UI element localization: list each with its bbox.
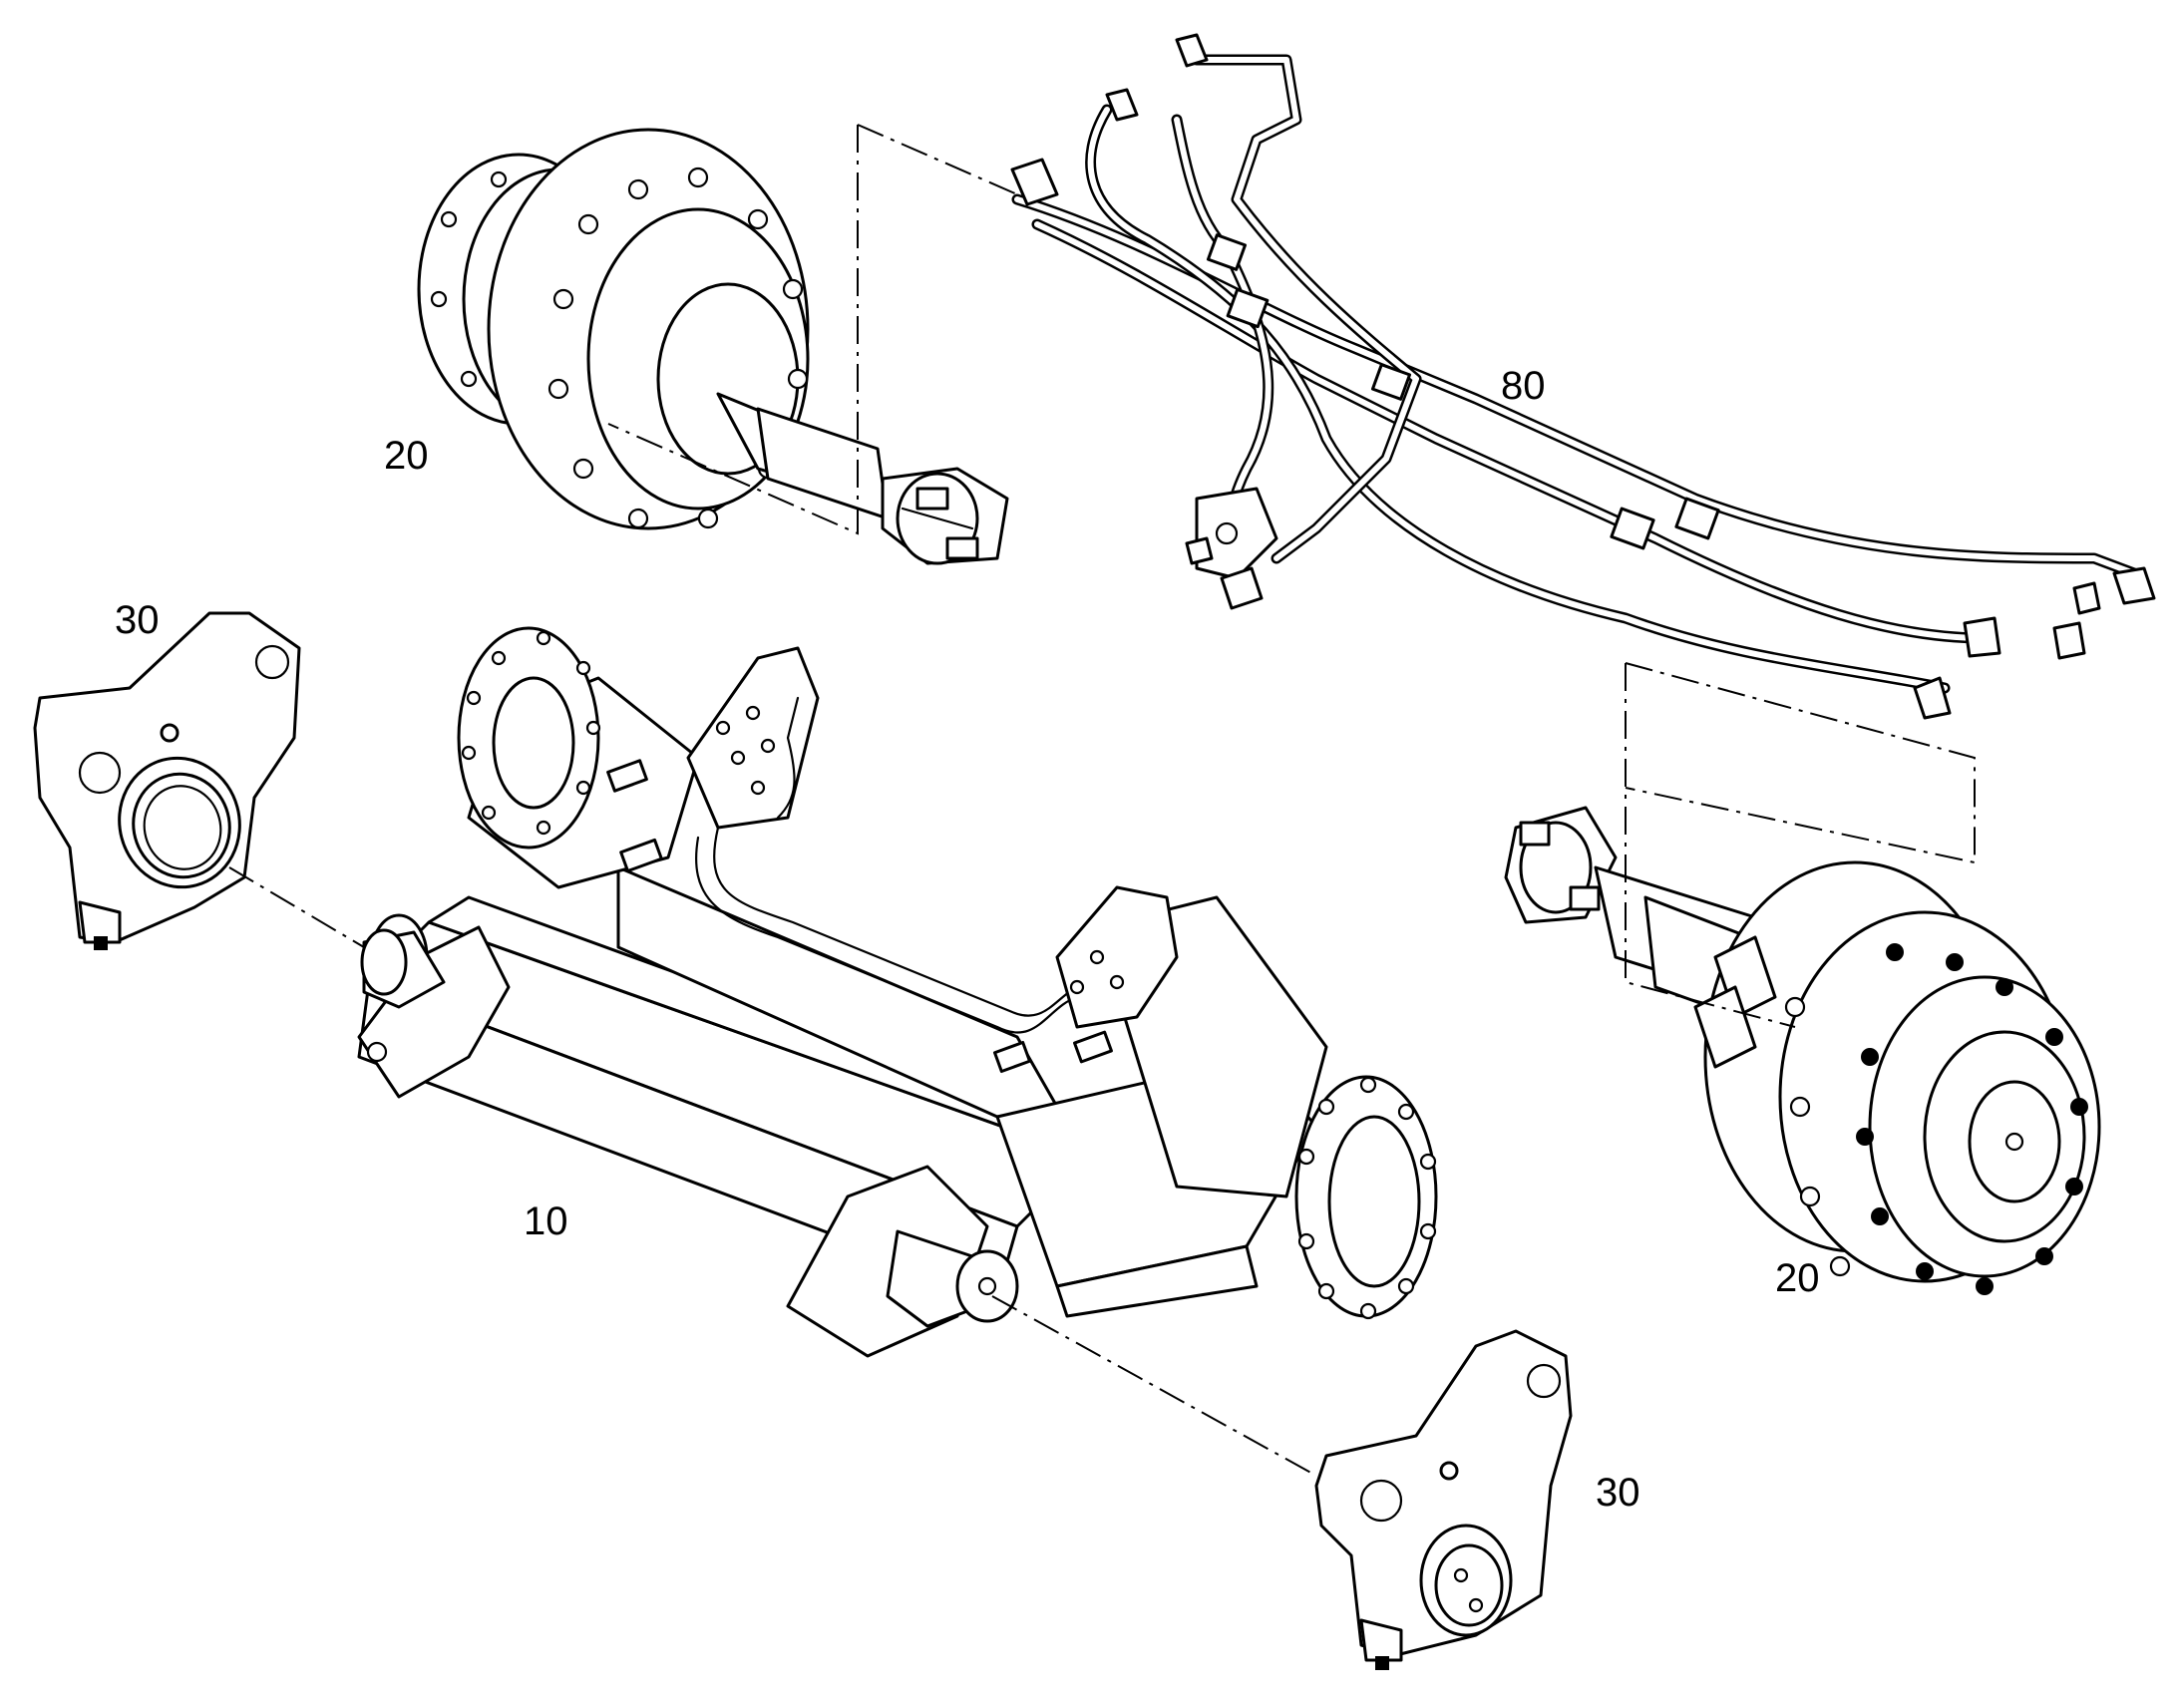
assembly-lines: [228, 124, 1976, 1477]
right-flange-bolt-holes: [1297, 1076, 1437, 1320]
callout-hose-kit: 80: [1501, 364, 1546, 408]
right-hub-studs: [1784, 943, 2088, 1295]
callout-pivot-support-left: 30: [115, 598, 160, 642]
callout-axle-housing: 10: [524, 1199, 568, 1243]
axle-housing: [357, 626, 1438, 1358]
left-flange-bolt-holes: [461, 630, 601, 836]
callouts: 10 20 20 30 30 80: [115, 364, 1820, 1515]
callout-pivot-support-right: 30: [1596, 1471, 1640, 1515]
pivot-support-right: [1314, 1329, 1573, 1670]
hose-kit: [1010, 33, 2156, 720]
final-drive-right: [1504, 806, 2101, 1295]
final-drive-left: [417, 128, 1009, 565]
bracket-holes: [715, 705, 776, 796]
callout-final-drive-right: 20: [1775, 1256, 1820, 1300]
pivot-support-left: [33, 611, 301, 950]
callout-final-drive-left: 20: [384, 434, 429, 478]
